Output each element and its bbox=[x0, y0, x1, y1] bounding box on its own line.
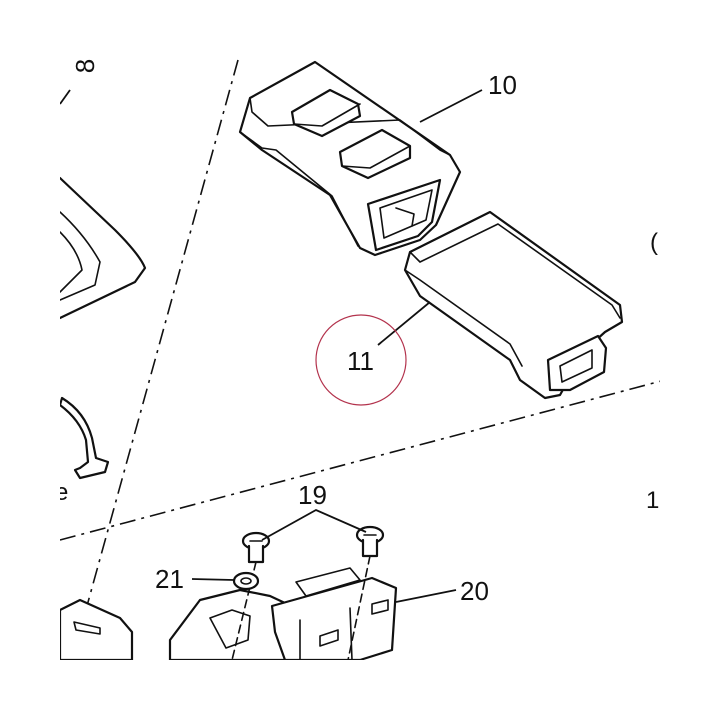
bracket-ribs bbox=[299, 607, 353, 661]
module-connector-socket bbox=[559, 349, 593, 383]
left-partial-components bbox=[58, 176, 147, 662]
left-tray-inner-line-2 bbox=[59, 231, 83, 293]
washer-outer bbox=[232, 571, 260, 591]
callout-11-highlight-circle bbox=[315, 314, 407, 406]
cover-opening-lip bbox=[395, 207, 415, 227]
callout-10: 10 bbox=[488, 70, 517, 100]
cover-pad-2-edge bbox=[341, 145, 411, 169]
left-bottom-part bbox=[58, 598, 134, 662]
cover-opening-inner bbox=[379, 189, 433, 239]
left-cable-part bbox=[58, 396, 110, 480]
callout-21: 21 bbox=[155, 564, 184, 594]
left-bottom-slot bbox=[73, 621, 101, 635]
centerline-left bbox=[71, 59, 239, 661]
leader-20 bbox=[395, 589, 457, 603]
washer-hole bbox=[240, 577, 252, 585]
screw-right-axis bbox=[347, 555, 371, 661]
module-front-edge bbox=[404, 269, 523, 367]
module-top-edge bbox=[409, 223, 621, 319]
cover-underside-edge bbox=[239, 131, 359, 247]
leader-19 bbox=[261, 508, 367, 541]
part-10-cover bbox=[238, 60, 462, 257]
bracket-left-pocket bbox=[209, 609, 251, 649]
left-tray-inner-line bbox=[59, 211, 101, 301]
bracket-slot-1 bbox=[319, 629, 339, 647]
bracket-slot-2 bbox=[371, 599, 389, 615]
left-margin bbox=[0, 0, 60, 720]
callout-11: 11 bbox=[347, 346, 374, 376]
leader-lines bbox=[59, 89, 483, 603]
cover-pad-1-edge bbox=[293, 103, 361, 127]
leader-10 bbox=[419, 89, 483, 123]
bracket-assembly bbox=[168, 525, 398, 662]
edge-fragment-right-mid: 1 bbox=[646, 487, 659, 514]
leader-21 bbox=[191, 578, 235, 581]
assembly-centerlines bbox=[59, 59, 666, 661]
screw-left-shank bbox=[247, 544, 265, 564]
callout-labels: 8 10 11 19 21 20 ( 1 e bbox=[55, 59, 659, 606]
right-margin bbox=[660, 0, 720, 720]
callout-19: 19 bbox=[298, 480, 327, 510]
part-20-bracket bbox=[270, 576, 398, 662]
callout-8: 8 bbox=[70, 59, 100, 73]
screw-right-shank bbox=[361, 538, 379, 558]
part-21-washer bbox=[232, 571, 260, 591]
leader-8 bbox=[59, 89, 71, 105]
cover-opening bbox=[366, 178, 442, 252]
callout-20: 20 bbox=[460, 576, 489, 606]
bottom-margin bbox=[0, 660, 720, 720]
leader-11 bbox=[377, 301, 431, 346]
edge-fragment-right-top: ( bbox=[650, 229, 658, 256]
left-tray-part bbox=[58, 176, 147, 320]
bracket-top-tab bbox=[295, 567, 361, 597]
part-11-module bbox=[403, 210, 624, 400]
centerline-lower bbox=[59, 379, 666, 541]
